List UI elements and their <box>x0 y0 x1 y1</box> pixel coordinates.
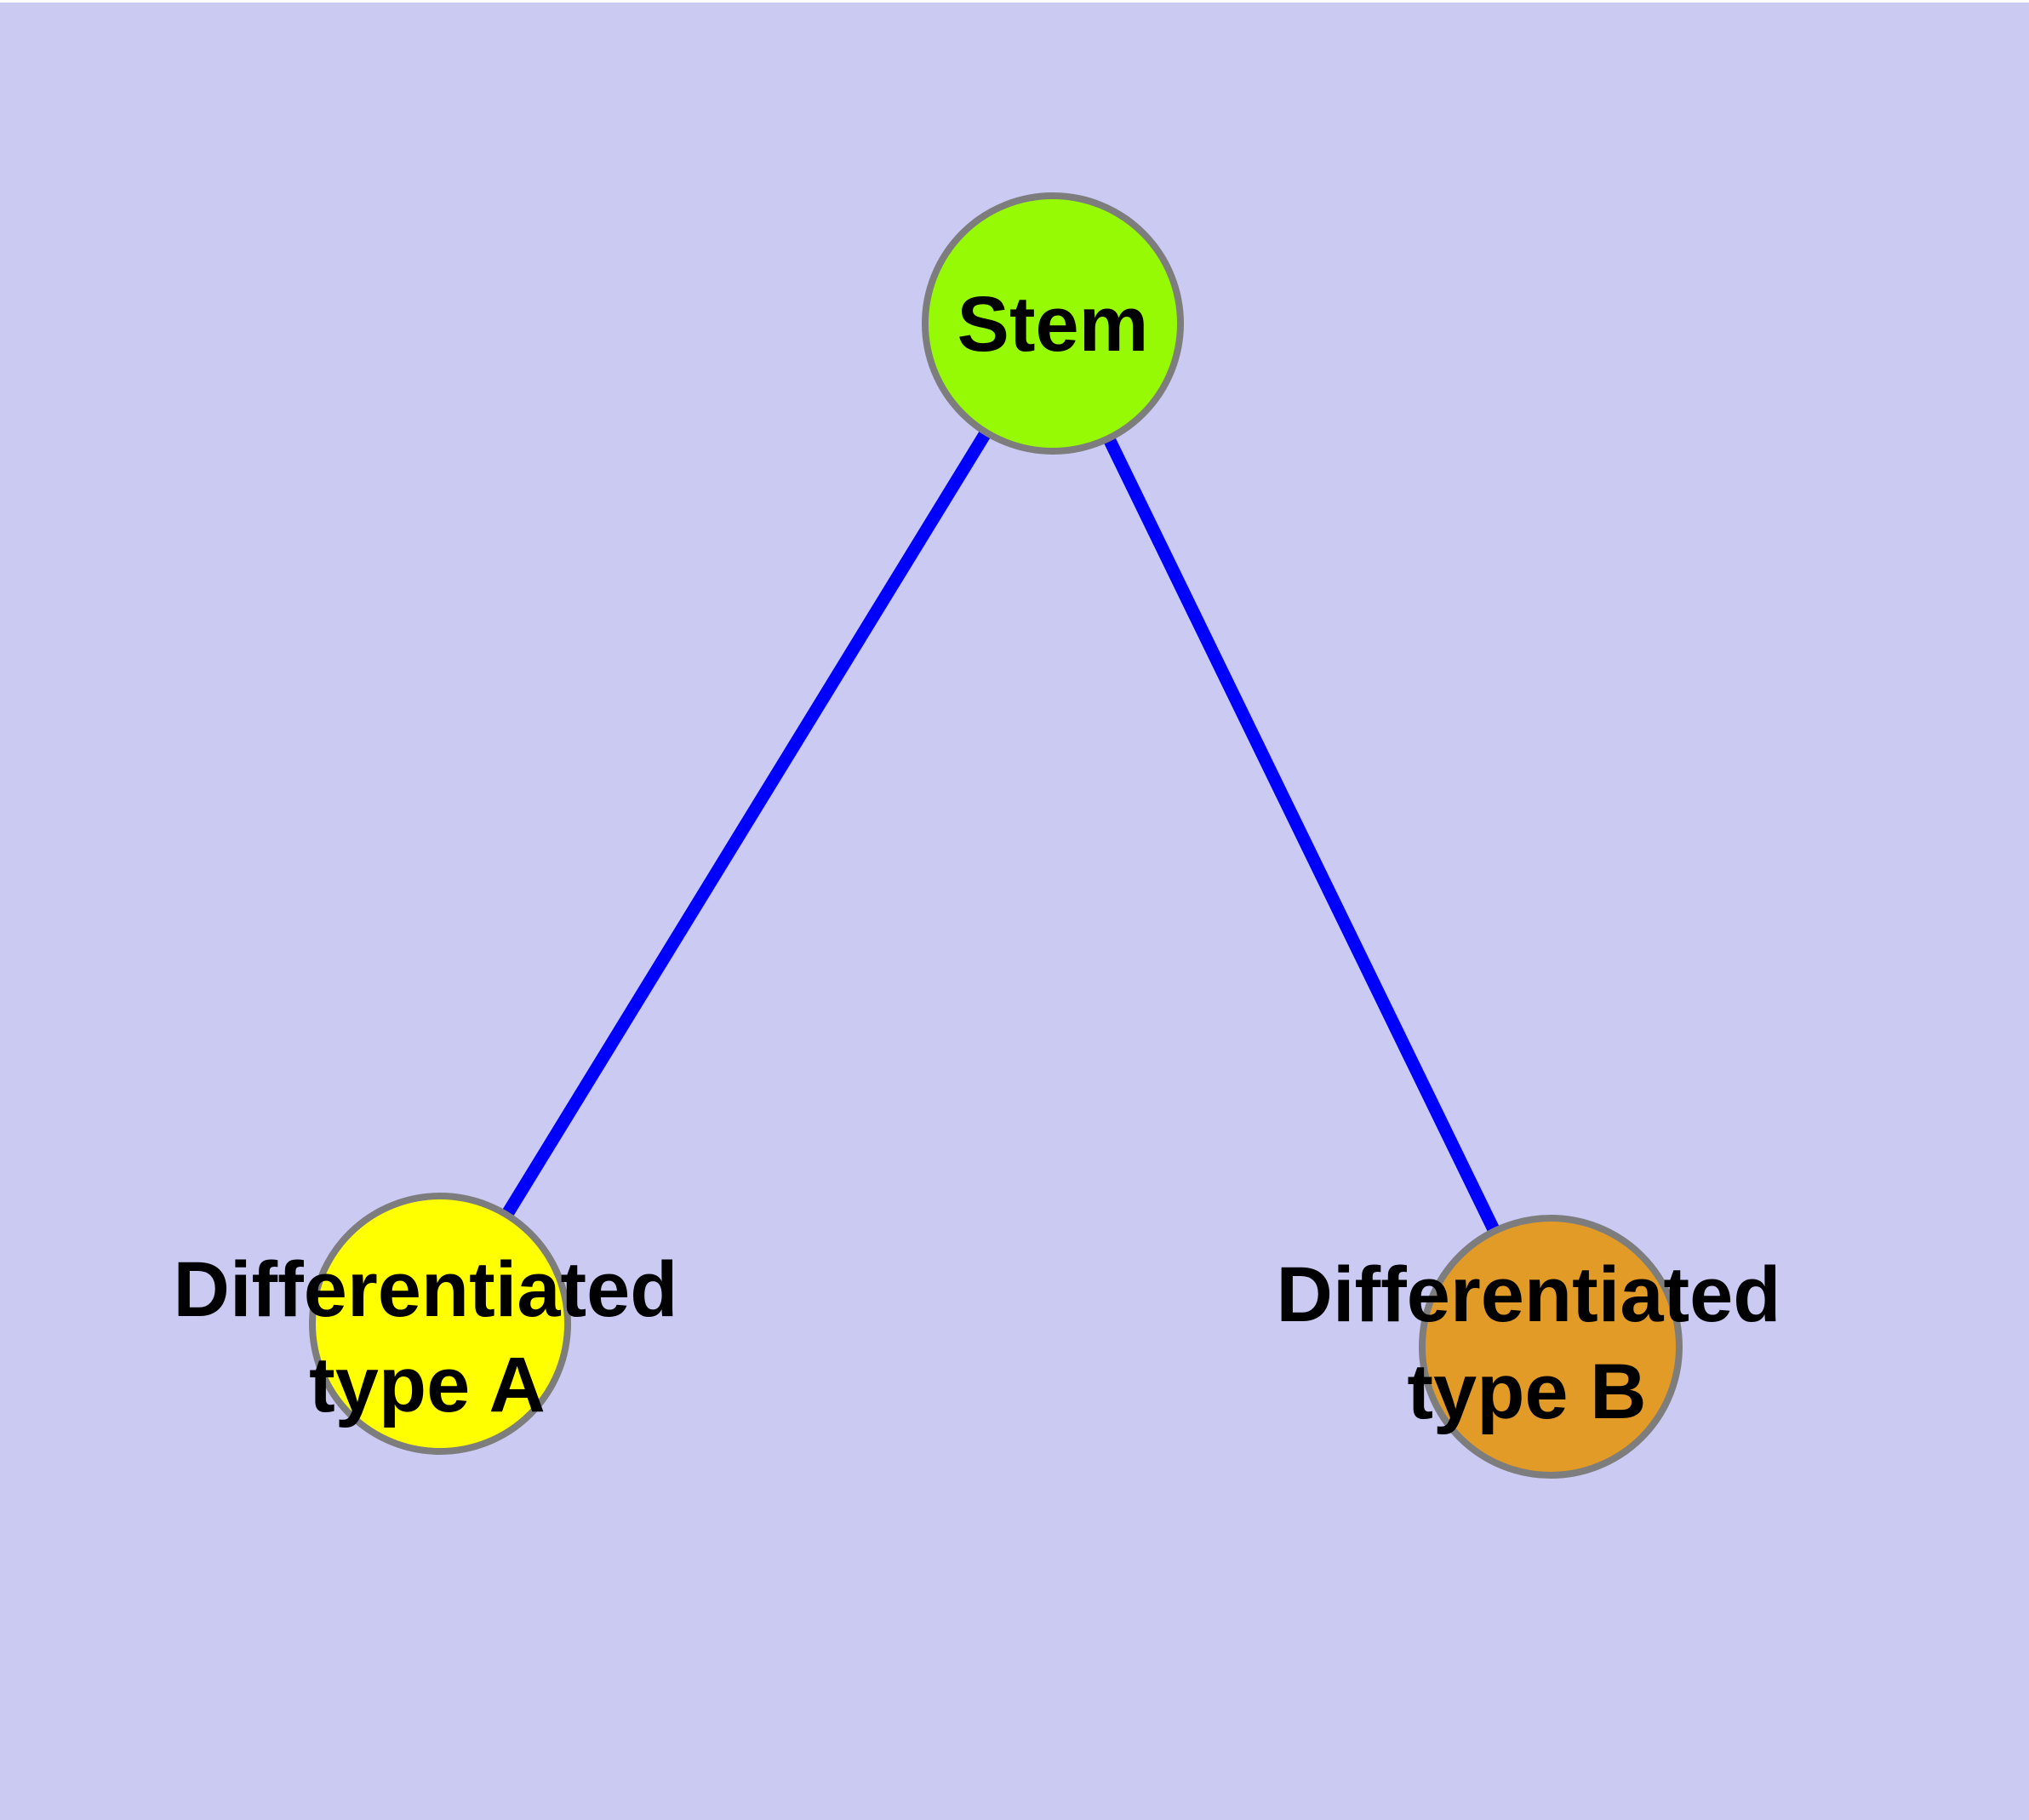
node-typeB-label-line2: type B <box>1407 1348 1646 1435</box>
node-stem-label: Stem <box>957 281 1149 368</box>
node-typeA-label-line1: Differentiated <box>174 1246 678 1333</box>
node-typeB-circle <box>1419 1215 1683 1479</box>
node-stem-circle <box>922 192 1184 455</box>
top-edge-strip <box>0 0 2029 3</box>
node-typeB-label-line1: Differentiated <box>1277 1251 1781 1338</box>
node-typeA-label-line2: type A <box>309 1342 546 1428</box>
edge-stem-to-typeB <box>1047 320 1557 1350</box>
node-typeA-circle <box>309 1193 571 1455</box>
edge-stem-to-typeA <box>434 320 1059 1327</box>
